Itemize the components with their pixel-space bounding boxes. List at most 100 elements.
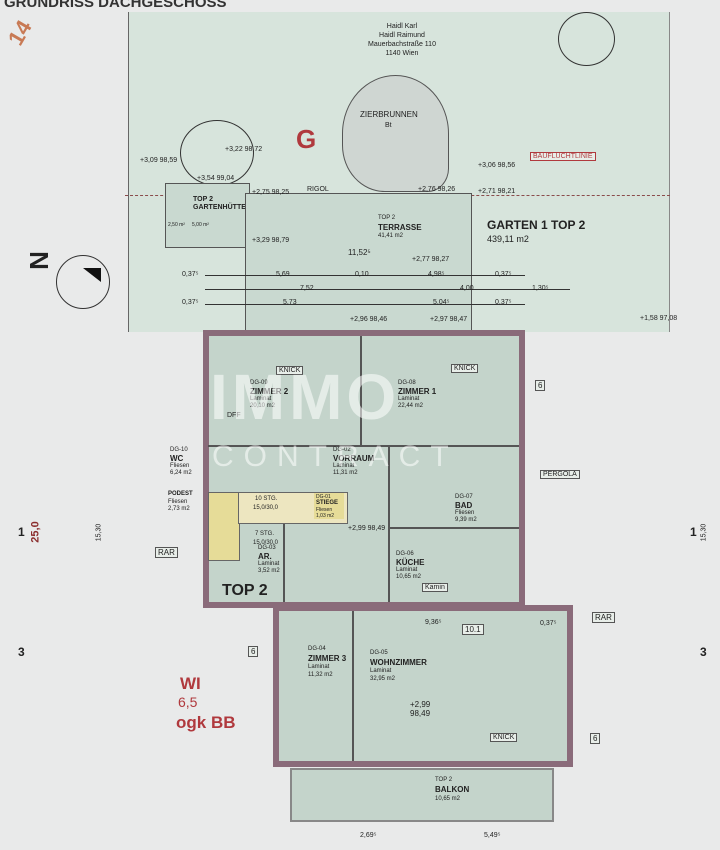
stair-room — [314, 493, 344, 519]
level-marker: +3,29 98,79 — [252, 237, 290, 244]
room-name: STIEGE — [316, 500, 339, 506]
fountain-sub: Bt — [385, 122, 392, 129]
stair-size: 15,0/30,0 — [253, 505, 279, 511]
room-floor: Fliesen — [455, 510, 475, 516]
dimension-label: 25,0 — [29, 521, 42, 543]
room-area: 10,65 m2 — [435, 796, 461, 802]
room-area: 2,73 m2 — [168, 506, 190, 512]
level-marker: +2,77 98,27 — [412, 256, 450, 263]
dimension-label: 0,37⁵ — [540, 620, 557, 627]
room-name: VORRAUM — [333, 454, 375, 463]
wall — [360, 336, 362, 446]
garden-hut — [165, 183, 250, 248]
section-marker: 10.1 — [462, 624, 484, 635]
room-name: BALKON — [435, 785, 470, 794]
dimension-label: 11,52⁵ — [348, 248, 371, 257]
lower-floor-plan — [273, 605, 573, 767]
owner-line: Haidl Raimund — [379, 32, 425, 39]
wall — [352, 611, 354, 761]
terrace-area: 41,41 m2 — [378, 233, 404, 239]
knick-label: KNICK — [451, 364, 479, 373]
hut-area: 2,50 m² — [168, 222, 185, 228]
section-marker: 6 — [248, 646, 259, 657]
north-label: N — [23, 251, 54, 270]
rar-label: RAR — [155, 547, 178, 558]
upper-floor-plan — [203, 330, 525, 608]
dimension-line — [205, 304, 525, 305]
dimension-label: 5,69 — [276, 271, 290, 278]
hut-name: GARTENHÜTTE — [193, 204, 246, 211]
room-area: 1,03 m2 — [316, 513, 335, 519]
room-floor: Laminat — [308, 664, 330, 670]
room-name: KÜCHE — [396, 558, 425, 567]
balcony — [290, 768, 554, 822]
knick-label: KNICK — [276, 366, 304, 375]
watermark-logo: CONTRACT — [212, 440, 459, 473]
room-code: DG-10 — [170, 447, 188, 453]
room-floor: Laminat — [258, 561, 280, 567]
dimension-label: 4,00 — [460, 285, 474, 292]
room-area: 32,95 m2 — [370, 676, 396, 682]
section-marker-1: 1 — [690, 525, 697, 539]
chimney-label: Kamin — [422, 583, 448, 592]
room-code: TOP 2 — [435, 777, 453, 783]
room-code: DG-01 — [316, 494, 331, 500]
room-area: 6,24 m2 — [170, 470, 192, 476]
dimension-line — [205, 275, 525, 276]
room-code: DG-05 — [370, 650, 388, 656]
stair-count: 10 STG. — [255, 496, 278, 502]
room-code: DG-09 — [250, 380, 268, 386]
room-name: PODEST — [168, 491, 193, 497]
dimension-label: 15,30 — [700, 523, 708, 542]
owner-line: Haidl Karl — [386, 23, 418, 30]
room-floor: Laminat — [396, 567, 418, 573]
room-floor: Fliesen — [168, 499, 188, 505]
room-name: ZIMMER 3 — [308, 654, 347, 663]
level-marker: +2,76 98,26 — [418, 186, 456, 193]
staircase — [208, 492, 240, 561]
fountain-shape — [342, 75, 449, 192]
fountain-label: ZIERBRUNNEN — [360, 110, 418, 119]
section-marker-3: 3 — [700, 645, 707, 659]
dimension-label: 1,30⁵ — [532, 285, 549, 292]
level-marker: +3,22 98,72 — [225, 146, 263, 153]
level-marker: +2,99 98,49 — [410, 700, 431, 718]
terrace-top: TOP 2 — [378, 215, 396, 221]
rigol-label: RIGOL — [307, 186, 329, 193]
watermark-logo: IMMO — [210, 361, 401, 433]
owner-line: Mauerbachstraße 110 — [368, 41, 436, 48]
room-floor: Fliesen — [316, 507, 333, 513]
room-name: ZIMMER 2 — [250, 387, 289, 396]
wall — [208, 445, 519, 447]
dimension-label: 2,69⁵ — [360, 832, 377, 839]
rar-label: RAR — [592, 612, 615, 623]
room-area: 20,10 m2 — [250, 403, 276, 409]
dimension-label: 0,37⁵ — [182, 271, 199, 278]
level-marker: +1,58 97,08 — [640, 315, 678, 322]
level-marker: +3,06 98,56 — [478, 162, 516, 169]
plan-title: GRUNDRISS DACHGESCHOSS — [4, 0, 227, 11]
room-area: 11,31 m2 — [333, 470, 358, 476]
level-marker: +2,75 98,25 — [252, 189, 290, 196]
level-marker: +2,71 98,21 — [478, 188, 516, 195]
garden-area-value: 439,11 m2 — [487, 234, 529, 244]
dimension-label: 7,52 — [300, 285, 314, 292]
level-marker: +3,09 98,59 — [140, 157, 178, 164]
wall — [283, 520, 285, 602]
room-code: DG-08 — [398, 380, 416, 386]
dff-label: DFF — [227, 412, 241, 419]
dimension-label: 5,04⁵ — [433, 299, 450, 306]
room-code: DG-04 — [308, 646, 326, 652]
section-marker-1: 1 — [18, 525, 25, 539]
room-area: 22,44 m2 — [398, 403, 424, 409]
dimension-label: 0,10 — [355, 271, 369, 278]
room-code: DG-07 — [455, 494, 473, 500]
room-code: DG-06 — [396, 551, 414, 557]
building-line-label: BAUFLUCHTLINIE — [530, 152, 596, 161]
owner-line: 1140 Wien — [385, 50, 419, 57]
wall — [388, 447, 390, 602]
unit-label: TOP 2 — [222, 582, 268, 599]
room-area: 9,39 m2 — [455, 517, 477, 523]
room-code: DG-02 — [333, 447, 351, 453]
section-marker: 6 — [535, 380, 546, 391]
